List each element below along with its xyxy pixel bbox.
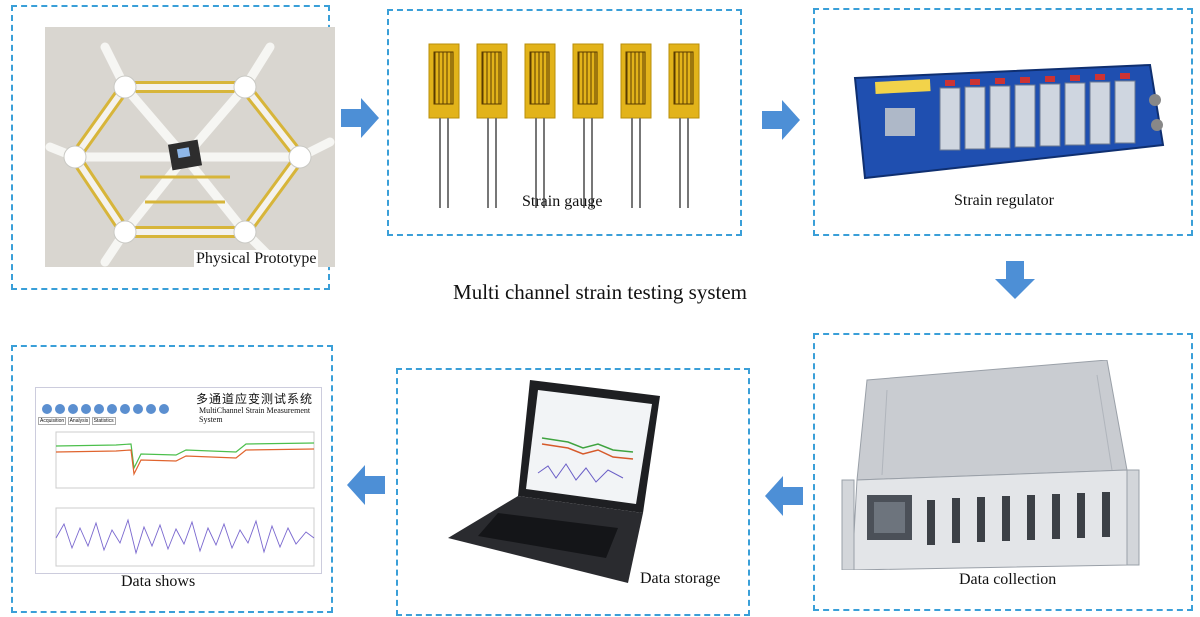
tab-acquisition[interactable]: Acquisition [38, 417, 67, 425]
strain-gauge-caption: Strain gauge [522, 193, 603, 210]
software-screenshot: 多通道应变测试系统 MultiChannel Strain Measuremen… [35, 387, 322, 574]
strain-plot [55, 431, 315, 567]
strain-gauge-photo [428, 43, 700, 209]
software-title-en: MultiChannel Strain Measurement System [199, 406, 311, 424]
hexagon-prototype-photo [45, 27, 335, 267]
arrow-left-icon [765, 476, 803, 516]
data-storage-caption: Data storage [640, 570, 721, 587]
data-collection-device-photo [841, 360, 1140, 570]
strain-gauge-box: Strain gauge [387, 9, 742, 236]
data-collection-box: Data collection [813, 333, 1193, 611]
data-shows-box: 多通道应变测试系统 MultiChannel Strain Measuremen… [11, 345, 333, 613]
data-collection-caption: Data collection [959, 571, 1057, 588]
data-storage-box: Data storage [396, 368, 750, 616]
data-shows-caption: Data shows [121, 573, 196, 590]
software-title-cn: 多通道应变测试系统 [196, 392, 314, 406]
strain-regulator-box: Strain regulator [813, 8, 1193, 236]
tab-statistics[interactable]: Statistics [91, 417, 116, 425]
arrow-right-icon [762, 100, 800, 140]
software-tabs: Acquisition Analysis Statistics [38, 417, 116, 425]
arrow-right-icon [341, 98, 379, 138]
tab-analysis[interactable]: Analysis [67, 417, 91, 425]
diagram-title: Multi channel strain testing system [453, 280, 747, 304]
prototype-caption: Physical Prototype [194, 250, 319, 268]
prototype-box: Physical Prototype [11, 5, 335, 290]
arrow-left-icon [347, 465, 385, 505]
strain-regulator-photo [853, 63, 1165, 180]
toolbar-icons [40, 402, 190, 416]
laptop-photo [448, 380, 660, 583]
strain-regulator-caption: Strain regulator [954, 192, 1054, 209]
arrow-down-icon [995, 261, 1035, 299]
